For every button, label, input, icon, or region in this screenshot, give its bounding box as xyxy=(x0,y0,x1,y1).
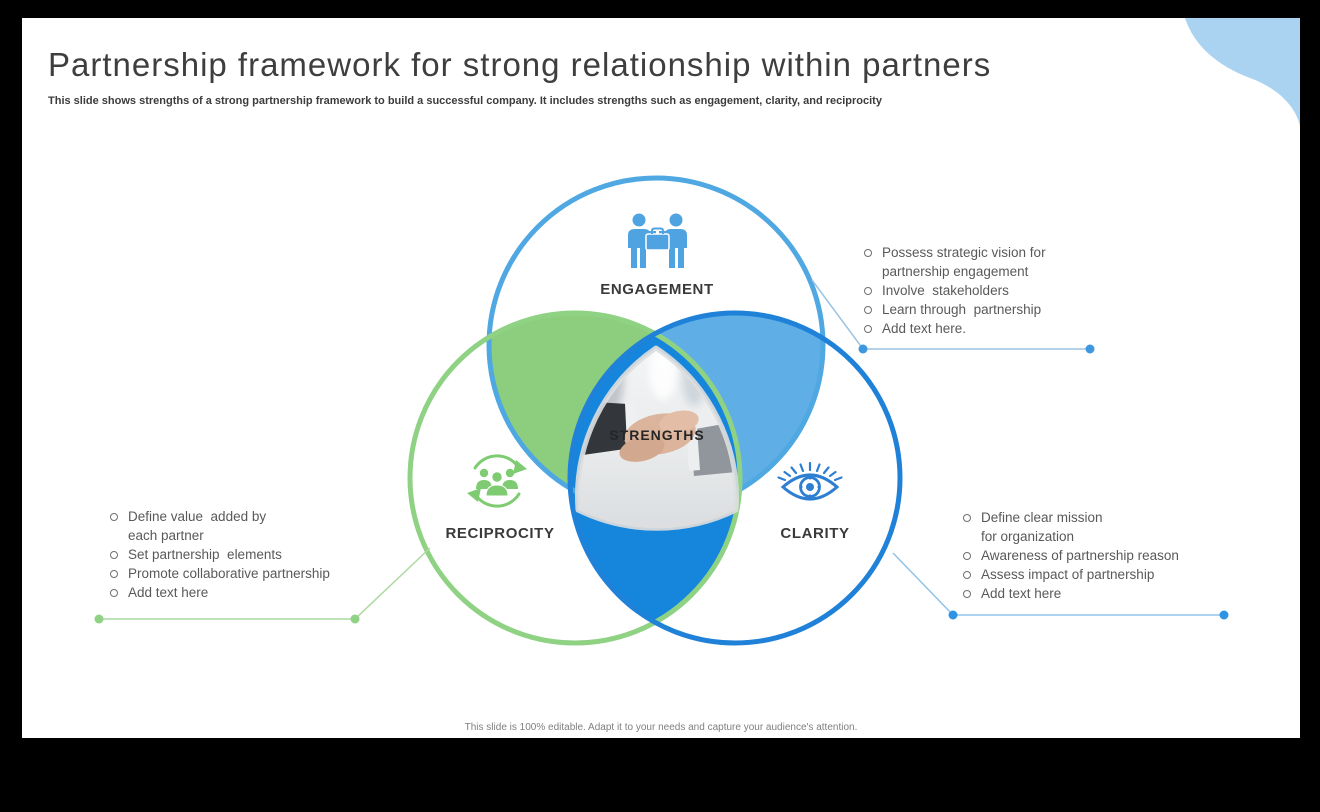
bullet-circle-icon xyxy=(963,590,971,598)
clarity-label: CLARITY xyxy=(780,525,850,542)
list-item: Awareness of partnership reason xyxy=(963,546,1263,565)
slide-canvas: Partnership framework for strong relatio… xyxy=(22,18,1300,738)
bullet-circle-icon xyxy=(110,589,118,597)
list-item: Set partnership elements xyxy=(110,545,410,564)
bullet-circle-icon xyxy=(110,513,118,521)
bullet-circle-icon xyxy=(864,325,872,333)
bullet-circle-icon xyxy=(864,306,872,314)
list-item: Learn through partnership xyxy=(864,300,1114,319)
eye-target-icon xyxy=(777,461,843,501)
reciprocity-connector xyxy=(94,547,431,624)
slide-title: Partnership framework for strong relatio… xyxy=(48,46,992,83)
corner-blob-decoration xyxy=(1185,18,1300,126)
list-item: Add text here xyxy=(110,583,410,602)
venn-diagram xyxy=(94,18,1300,646)
people-cycle-arrows-icon xyxy=(467,454,527,508)
clarity-callout: Define clear mission for organization Aw… xyxy=(963,508,1263,603)
reciprocity-label: RECIPROCITY xyxy=(445,525,555,542)
bullet-circle-icon xyxy=(864,287,872,295)
list-item: Add text here xyxy=(963,584,1263,603)
list-item: Possess strategic vision for partnership… xyxy=(864,243,1114,281)
bullet-circle-icon xyxy=(864,249,872,257)
list-item: Assess impact of partnership xyxy=(963,565,1263,584)
strengths-label: STRENGTHS xyxy=(609,427,705,443)
bullet-circle-icon xyxy=(963,552,971,560)
list-item: Involve stakeholders xyxy=(864,281,1114,300)
handshake-photo-border xyxy=(575,345,739,531)
reciprocity-callout: Define value added by each partner Set p… xyxy=(110,507,410,602)
slide-subtitle: This slide shows strengths of a strong p… xyxy=(48,95,882,107)
partners-with-briefcase-icon xyxy=(628,213,687,268)
list-item: Add text here. xyxy=(864,319,1114,338)
venn-circle-reciprocity xyxy=(407,310,743,646)
bullet-circle-icon xyxy=(110,570,118,578)
list-item: Promote collaborative partnership xyxy=(110,564,410,583)
clarity-connector xyxy=(892,552,1229,620)
venn-circle-clarity xyxy=(567,310,903,646)
bullet-circle-icon xyxy=(963,514,971,522)
bullet-circle-icon xyxy=(110,551,118,559)
slide-footer-note: This slide is 100% editable. Adapt it to… xyxy=(464,722,858,733)
list-item: Define value added by each partner xyxy=(110,507,410,545)
engagement-callout: Possess strategic vision for partnership… xyxy=(864,243,1114,338)
engagement-connector xyxy=(811,279,1095,354)
list-item: Define clear mission for organization xyxy=(963,508,1263,546)
engagement-label: ENGAGEMENT xyxy=(600,281,714,298)
bullet-circle-icon xyxy=(963,571,971,579)
